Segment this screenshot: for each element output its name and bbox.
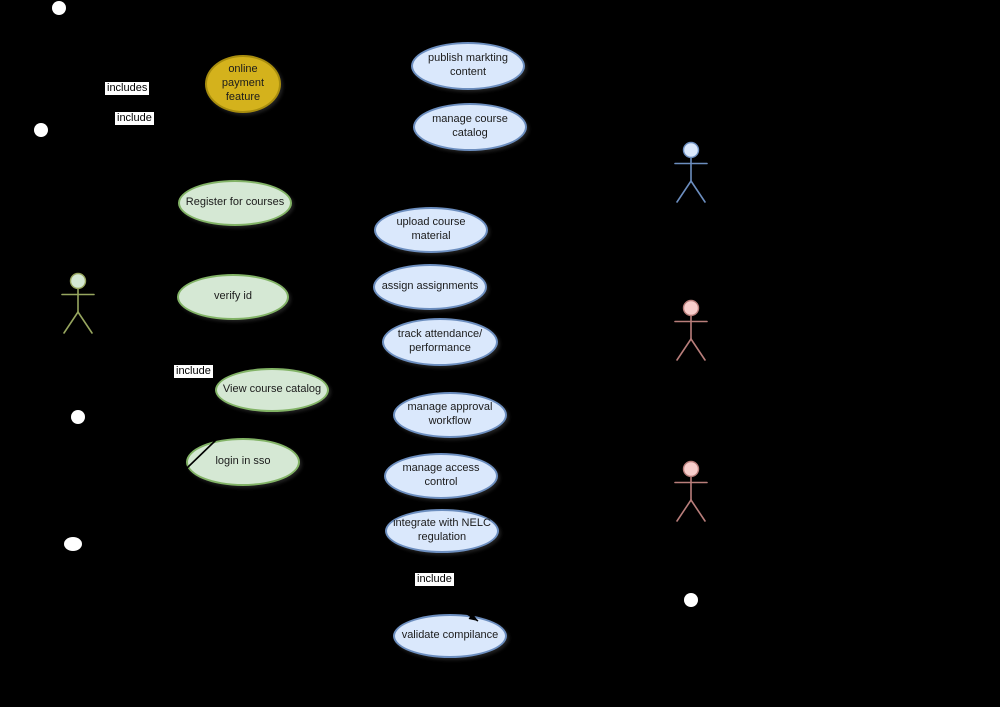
use-case-label: View course catalog: [222, 383, 322, 396]
use-case-label: manage approval workflow: [407, 401, 493, 427]
use-case-validate-compilance[interactable]: validate compilance: [393, 614, 507, 658]
use-case-label: Register for courses: [185, 196, 285, 209]
use-case-label: assign assignments: [381, 280, 479, 293]
use-case-label: upload course material: [396, 216, 466, 242]
include-label-include-upper[interactable]: include: [115, 112, 154, 125]
actor-blue-right-icon[interactable]: [674, 141, 708, 203]
use-case-assign-assignments[interactable]: assign assignments: [373, 264, 487, 310]
use-case-manage-course-catalog[interactable]: manage course catalog: [413, 103, 527, 151]
actor-pink-lower-icon[interactable]: [674, 460, 708, 522]
use-case-upload-course-material[interactable]: upload course material: [374, 207, 488, 253]
actor-green-left-icon[interactable]: [61, 272, 95, 334]
use-case-manage-approval-workflow[interactable]: manage approval workflow: [393, 392, 507, 438]
use-case-label: validate compilance: [401, 629, 499, 642]
use-case-online-payment-feature[interactable]: online payment feature: [205, 55, 281, 113]
connector-endpoint-dot-dot-left-lower[interactable]: [64, 537, 82, 551]
connector-endpoint-dot-dot-right-bottom[interactable]: [684, 593, 698, 607]
use-case-verify-id[interactable]: verify id: [177, 274, 289, 320]
include-label-includes-top[interactable]: includes: [105, 82, 150, 95]
use-case-register-for-courses[interactable]: Register for courses: [178, 180, 292, 226]
use-case-track-attendance-performance[interactable]: track attendance/ performance: [382, 318, 498, 366]
connector-endpoint-dot-dot-top-left[interactable]: [52, 1, 66, 15]
include-label-include-bottom[interactable]: include: [415, 573, 454, 586]
include-label-include-middle[interactable]: include: [174, 365, 213, 378]
use-case-label: online payment feature: [221, 63, 265, 103]
use-case-login-in-sso[interactable]: login in sso: [186, 438, 300, 486]
use-case-label: login in sso: [215, 455, 271, 468]
use-case-label: manage access control: [402, 462, 480, 488]
connector-endpoint-dot-dot-left-middle[interactable]: [71, 410, 85, 424]
use-case-label: manage course catalog: [432, 113, 508, 139]
connector-endpoint-dot-dot-left-upper[interactable]: [34, 123, 48, 137]
use-case-publish-markting-content[interactable]: publish markting content: [411, 42, 525, 90]
use-case-label: track attendance/ performance: [397, 328, 483, 354]
use-case-label: publish markting content: [427, 52, 509, 78]
use-case-label: verify id: [214, 290, 252, 303]
use-case-manage-access-control[interactable]: manage access control: [384, 453, 498, 499]
actor-pink-middle-icon[interactable]: [674, 299, 708, 361]
use-case-integrate-with-nelc-regulation[interactable]: integrate with NELC regulation: [385, 509, 499, 553]
use-case-view-course-catalog[interactable]: View course catalog: [215, 368, 329, 412]
use-case-label: integrate with NELC regulation: [393, 517, 491, 543]
